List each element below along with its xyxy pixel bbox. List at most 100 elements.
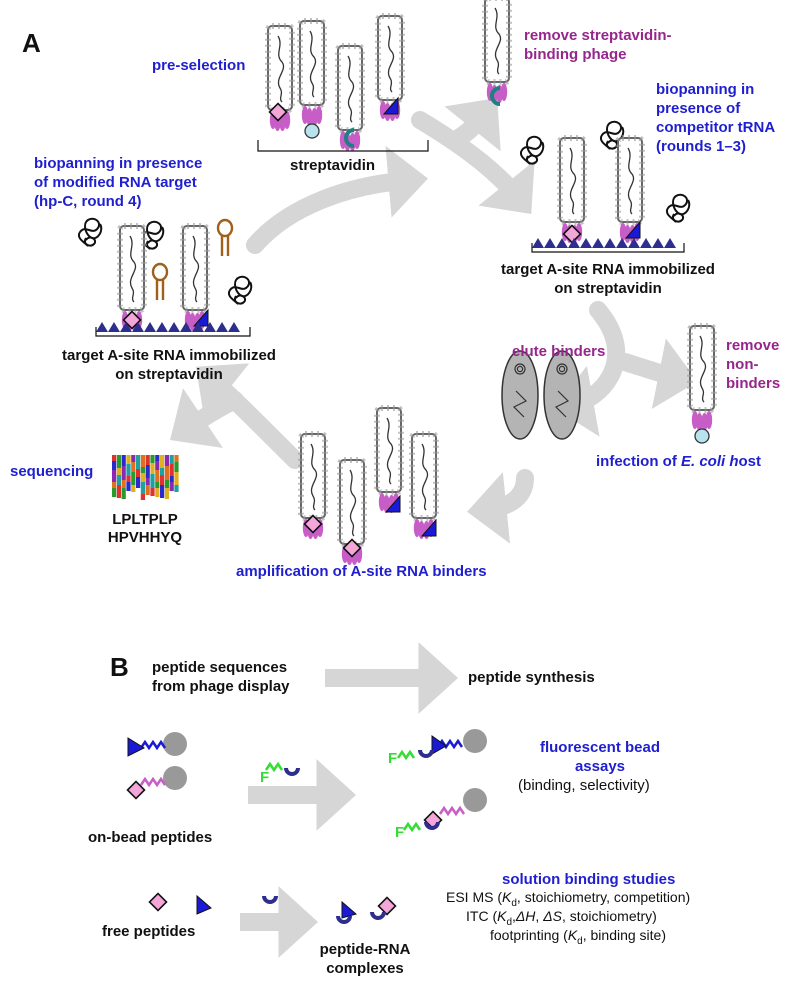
- bead-assay-complexes: [396, 729, 487, 833]
- footprinting-line: footprinting (Kd, binding site): [490, 926, 666, 951]
- free-peptides: [148, 892, 212, 915]
- logo-block: [145, 478, 150, 485]
- amplification-label: amplification of A-site RNA binders: [236, 563, 487, 580]
- logo-block: [160, 485, 165, 498]
- logo-block: [121, 480, 126, 488]
- panel-a-label: A: [22, 28, 41, 58]
- k-symbol: K: [497, 908, 507, 924]
- remove-streptavidin-binding-label: remove streptavidin- binding phage: [524, 27, 672, 63]
- logo-block: [126, 482, 131, 491]
- phage-streptavidin-binder: [338, 46, 362, 151]
- logo-block: [174, 455, 179, 462]
- cycle-arrows: [170, 97, 698, 544]
- infection-label: infection of E. coli host: [596, 452, 761, 471]
- logo-block: [150, 455, 155, 463]
- logo-block: [160, 468, 165, 475]
- arrow-branch-up: [444, 97, 501, 152]
- infection-species: E. coli h: [681, 453, 739, 470]
- fluorophore-label: F: [395, 824, 405, 841]
- logo-block: [164, 466, 169, 480]
- preselection-group: [257, 16, 429, 151]
- logo-block: [150, 488, 155, 496]
- d-subscript: d: [511, 897, 517, 909]
- logo-block: [116, 455, 121, 468]
- ecoli-cells: [501, 350, 581, 440]
- d-subscript: d: [577, 935, 583, 947]
- logo-block: [155, 461, 160, 470]
- rna-layer: [96, 322, 240, 332]
- logo-block: [145, 465, 150, 478]
- logo-block: [121, 455, 126, 466]
- logo-block: [164, 488, 169, 499]
- logo-block: [136, 477, 141, 488]
- fluorescent-assays-sub: (binding, selectivity): [518, 777, 650, 794]
- logo-block: [121, 488, 126, 499]
- logo-block: [116, 475, 121, 485]
- logo-block: [150, 463, 155, 474]
- biopanning-competitor-label: biopanning in presence of competitor tRN…: [656, 81, 776, 155]
- logo-block: [174, 462, 179, 472]
- itc-post: , stoichiometry): [561, 908, 657, 924]
- logo-block: [155, 488, 160, 497]
- fluorescent-assays-title: fluorescent bead assays: [539, 739, 661, 775]
- right-biopanning-group: [519, 120, 691, 253]
- logo-block: [155, 470, 160, 482]
- arrow-bottom-right: [467, 469, 534, 544]
- logo-block: [140, 455, 145, 467]
- amplified-phages: [301, 408, 436, 565]
- non-binder-phage: [690, 326, 714, 444]
- arrow-right-down: [554, 301, 626, 437]
- logo-block: [169, 455, 174, 464]
- logo-block: [131, 472, 136, 485]
- logo-block: [174, 485, 179, 492]
- logo-block: [164, 455, 169, 466]
- logo-block: [126, 455, 131, 464]
- hp-c-hairpin: [151, 262, 169, 302]
- peptide-sequence-1: LPLTPLP: [112, 511, 178, 528]
- delta-s: ΔS: [543, 908, 562, 924]
- logo-block: [164, 480, 169, 488]
- logo-block: [160, 475, 165, 485]
- phage-circle: [300, 21, 324, 126]
- logo-block: [169, 476, 174, 482]
- pre-selection-label: pre-selection: [152, 57, 246, 74]
- panel-b-label: B: [110, 652, 129, 682]
- arrow-left-to-top: [246, 145, 428, 254]
- logo-block: [112, 488, 117, 497]
- logo-block: [126, 464, 131, 476]
- esi-ms-line: ESI MS (Kd, stoichiometry, competition): [446, 888, 690, 913]
- removed-phage: [485, 0, 509, 104]
- logo-block: [131, 455, 136, 462]
- arrow-branch-left: [170, 388, 244, 448]
- logo-block: [150, 474, 155, 488]
- complexes-label: peptide-RNA complexes: [319, 941, 411, 977]
- on-bead-peptides: [126, 732, 187, 800]
- peptide-rna-complexes: [336, 896, 397, 924]
- fluorescent-rna: [264, 761, 300, 776]
- logo-block: [145, 485, 150, 495]
- delta-h: ΔH: [515, 908, 536, 924]
- logo-block: [112, 470, 117, 482]
- itc-pre: ITC (: [466, 908, 498, 924]
- elute-binders-label: elute binders: [512, 343, 606, 360]
- sequence-logo: [112, 455, 180, 501]
- on-bead-peptides-label: on-bead peptides: [88, 829, 213, 846]
- remove-non-binders-label: remove non-binders: [726, 337, 781, 392]
- hp-c-hairpin: [216, 218, 234, 258]
- panel-b-arrows: [240, 642, 458, 958]
- k-symbol: K: [567, 927, 578, 943]
- peptide-sequences-label: peptide sequences from phage display: [152, 659, 290, 695]
- arrow-top-right: [411, 111, 535, 215]
- free-peptides-label: free peptides: [102, 923, 196, 940]
- itc-comma: ,: [535, 908, 544, 924]
- peptide-sequence-2: HPVHHYQ: [107, 529, 183, 546]
- logo-block: [131, 462, 136, 472]
- logo-block: [140, 473, 145, 482]
- logo-block: [121, 466, 126, 480]
- logo-block: [131, 485, 136, 492]
- d-subscript: d: [506, 916, 513, 928]
- foot-post: , binding site): [582, 927, 667, 943]
- k-symbol: K: [502, 889, 512, 905]
